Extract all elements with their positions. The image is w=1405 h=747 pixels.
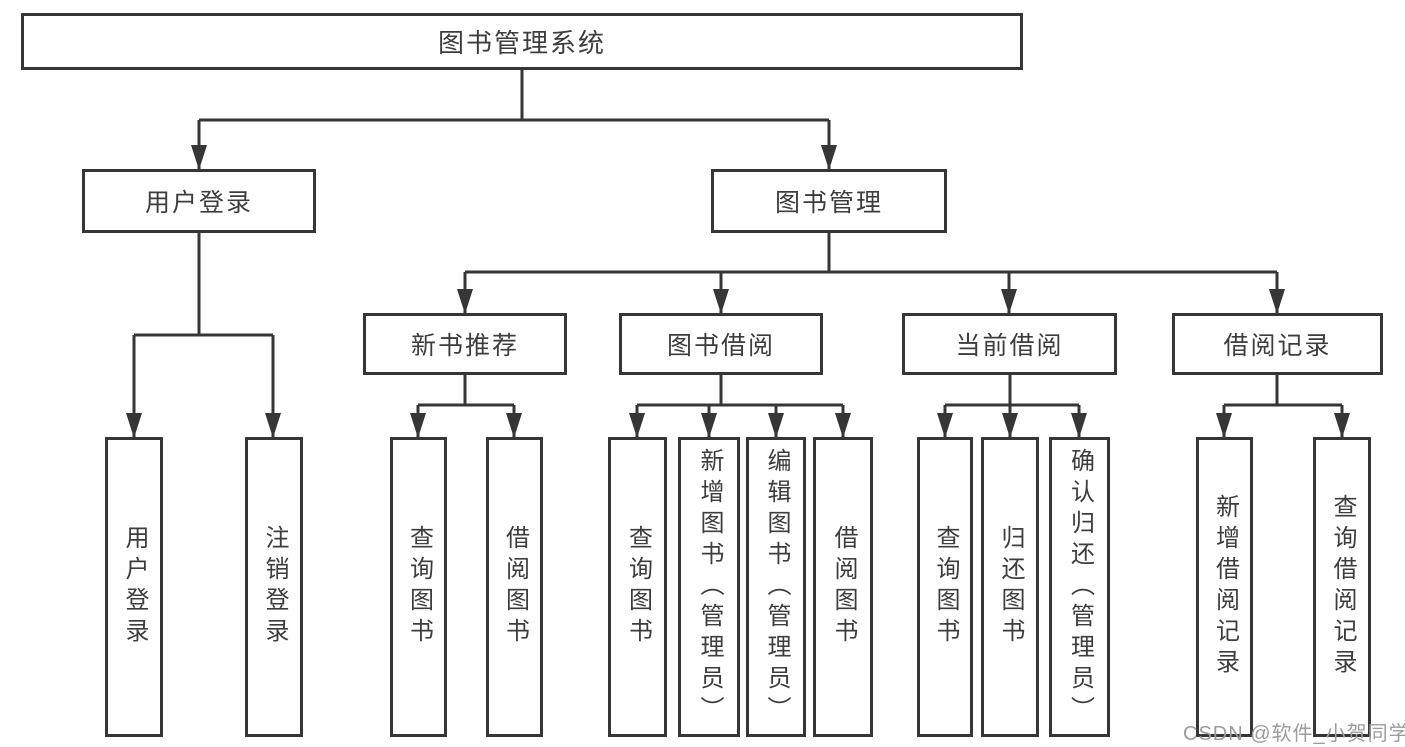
node-label: 图书管理系统 <box>437 28 606 58</box>
connector-new-book-recommend <box>410 375 522 438</box>
leaf-label: 归还图书 <box>997 525 1024 649</box>
node-user-login: 用户登录 <box>82 169 316 233</box>
node-book-borrow: 图书借阅 <box>619 313 823 375</box>
leaf-label: 查询借阅记录 <box>1329 494 1356 680</box>
leaf-borrow-books-recommend: 借阅图书 <box>486 437 543 737</box>
node-label: 当前借阅 <box>955 332 1064 360</box>
leaf-query-books-current: 查询图书 <box>917 437 973 737</box>
leaf-label: 新增图书（管理员） <box>696 447 723 727</box>
leaf-label: 借阅图书 <box>501 525 529 649</box>
csdn-watermark: CSDN @软件_小贺同学 <box>1183 723 1405 745</box>
leaf-add-book-admin: 新增图书（管理员） <box>678 437 740 737</box>
node-new-book-recommend: 新书推荐 <box>363 313 567 375</box>
node-current-borrow: 当前借阅 <box>902 313 1117 375</box>
node-label: 借阅记录 <box>1223 332 1332 360</box>
connector-book-management <box>457 233 1285 314</box>
node-label: 图书管理 <box>774 189 883 217</box>
connector-borrow-records <box>1216 375 1350 438</box>
node-label: 用户登录 <box>144 189 253 217</box>
leaf-label: 用户登录 <box>121 525 148 649</box>
leaf-add-borrow-record: 新增借阅记录 <box>1196 437 1253 737</box>
node-label: 图书借阅 <box>666 332 775 360</box>
node-label: 新书推荐 <box>410 332 519 360</box>
leaf-label: 注销登录 <box>261 525 288 649</box>
node-borrow-records: 借阅记录 <box>1172 313 1383 375</box>
node-book-management: 图书管理 <box>711 169 947 233</box>
leaf-label: 查询图书 <box>624 525 652 649</box>
leaf-confirm-return-admin: 确认归还（管理员） <box>1049 437 1110 737</box>
leaf-user-login: 用户登录 <box>105 437 163 737</box>
leaf-label: 编辑图书（管理员） <box>763 447 790 727</box>
leaf-label: 借阅图书 <box>830 525 857 649</box>
connector-user-login <box>126 233 281 438</box>
connector-root <box>191 70 837 170</box>
leaf-label: 查询图书 <box>405 525 433 649</box>
leaf-edit-book-admin: 编辑图书（管理员） <box>746 437 806 737</box>
leaf-label: 确认归还（管理员） <box>1066 447 1094 727</box>
leaf-return-book: 归还图书 <box>981 437 1039 737</box>
connector-book-borrow <box>629 375 851 438</box>
leaf-label: 查询图书 <box>932 525 959 649</box>
leaf-query-books-recommend: 查询图书 <box>390 437 447 737</box>
leaf-query-borrow-record: 查询借阅记录 <box>1313 437 1371 737</box>
node-library-system: 图书管理系统 <box>21 13 1023 70</box>
leaf-query-books-borrow: 查询图书 <box>608 437 667 737</box>
leaf-label: 新增借阅记录 <box>1211 494 1239 680</box>
connector-current-borrow <box>937 375 1087 438</box>
leaf-logout: 注销登录 <box>245 437 303 737</box>
leaf-borrow-books: 借阅图书 <box>813 437 873 737</box>
